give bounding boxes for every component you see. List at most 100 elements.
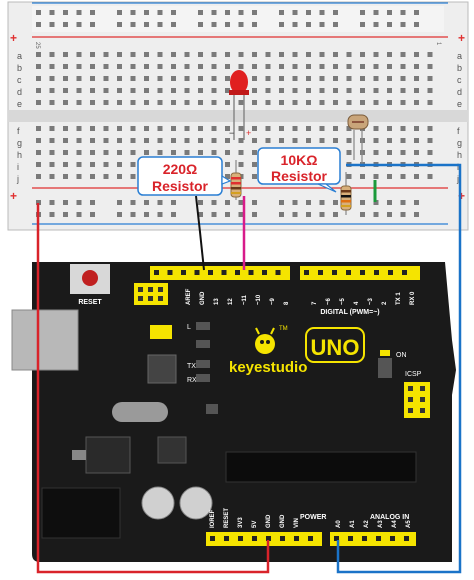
breadboard-hole [373, 76, 379, 81]
breadboard-hole [400, 52, 406, 57]
power-label: POWER [300, 514, 326, 521]
black-wire [195, 195, 205, 271]
header-pin [154, 270, 159, 275]
breadboard-hole [130, 100, 136, 105]
breadboard-hole [360, 64, 365, 69]
breadboard-hole [63, 138, 68, 143]
rail-hole [225, 10, 230, 15]
breadboard-hole [414, 52, 419, 57]
breadboard-hole [144, 52, 149, 57]
rail-hole [373, 10, 379, 15]
blue-wire [336, 163, 462, 574]
rail-hole [292, 22, 298, 27]
breadboard-hole [157, 126, 163, 131]
breadboard-hole [117, 126, 122, 131]
breadboard-hole [49, 52, 55, 57]
rail-hole [414, 212, 419, 217]
header-pin [194, 270, 200, 275]
breadboard-hole [36, 76, 41, 81]
col-num-25: 25 [34, 42, 40, 49]
breadboard-hole [400, 76, 406, 81]
breadboard-hole [427, 150, 433, 155]
breadboard-hole [117, 162, 122, 167]
rail-hole [211, 10, 217, 15]
breadboard-hole [414, 126, 419, 131]
tx-label: TX [187, 363, 196, 370]
breadboard-hole [306, 64, 311, 69]
callout-10k-value: 10KΩ [281, 152, 318, 168]
red-led: − + [229, 70, 251, 140]
rail-hole [306, 200, 311, 205]
breadboard-hole [360, 88, 365, 93]
breadboard-hole [171, 88, 176, 93]
header-pin [388, 270, 393, 275]
regulator [85, 436, 131, 474]
rail-hole [360, 10, 365, 15]
breadboard-hole [387, 88, 392, 93]
breadboard-hole [117, 174, 122, 179]
breadboard-hole [400, 64, 406, 69]
header-pin [275, 270, 281, 275]
plus-top-right: + [458, 31, 465, 45]
breadboard-hole [76, 76, 82, 81]
breadboard-hole [279, 76, 284, 81]
header-pin [280, 536, 285, 541]
analog-pin-label: A2 [364, 520, 370, 528]
on-label: ON [396, 352, 407, 359]
rail-hole [360, 22, 365, 27]
callout-10k: 10KΩ Resistor [257, 147, 341, 193]
breadboard-hole [76, 52, 82, 57]
breadboard-hole [130, 88, 136, 93]
breadboard-hole [279, 64, 284, 69]
breadboard-hole [306, 138, 311, 143]
row-a-right: a [457, 51, 462, 61]
rail-hole [90, 200, 95, 205]
rail-hole [252, 200, 257, 205]
breadboard-hole [76, 126, 82, 131]
breadboard-hole [427, 174, 433, 179]
rail-hole [63, 10, 68, 15]
breadboard-hole [157, 138, 163, 143]
breadboard-hole [90, 100, 95, 105]
breadboard-hole [130, 64, 136, 69]
rail-hole [198, 22, 203, 27]
breadboard-hole [306, 52, 311, 57]
breadboard-hole [36, 150, 41, 155]
breadboard-hole [319, 64, 325, 69]
rail-hole [400, 22, 406, 27]
breadboard-hole [279, 88, 284, 93]
plus-top-left: + [10, 31, 17, 45]
breadboard-hole [252, 100, 257, 105]
col-num-1: 1 [435, 42, 441, 46]
breadboard-hole [63, 174, 68, 179]
breadboard-hole [319, 76, 325, 81]
top-pin-label: 7 [312, 301, 318, 305]
breadboard-hole [373, 64, 379, 69]
breadboard-hole [292, 100, 298, 105]
breadboard-hole [144, 100, 149, 105]
rail-hole [198, 10, 203, 15]
callout-10k-word: Resistor [271, 168, 328, 184]
rail-hole [144, 22, 149, 27]
breadboard-hole [427, 138, 433, 143]
breadboard-hole [103, 52, 109, 57]
breadboard-hole [306, 76, 311, 81]
breadboard-hole [90, 88, 95, 93]
rail-hole [306, 10, 311, 15]
breadboard-hole [414, 150, 419, 155]
breadboard-hole [49, 88, 55, 93]
breadboard-hole [387, 138, 392, 143]
header-pin [404, 536, 409, 541]
rail-hole [319, 200, 325, 205]
plus-bottom-left: + [10, 189, 17, 203]
breadboard-hole [333, 138, 338, 143]
breadboard-hole [63, 52, 68, 57]
analog-header [330, 532, 416, 546]
breadboard-hole [36, 138, 41, 143]
breadboard-hole [279, 100, 284, 105]
rail-hole [157, 10, 163, 15]
breadboard-hole [90, 52, 95, 57]
top-pin-label: TX 1 [396, 292, 402, 305]
